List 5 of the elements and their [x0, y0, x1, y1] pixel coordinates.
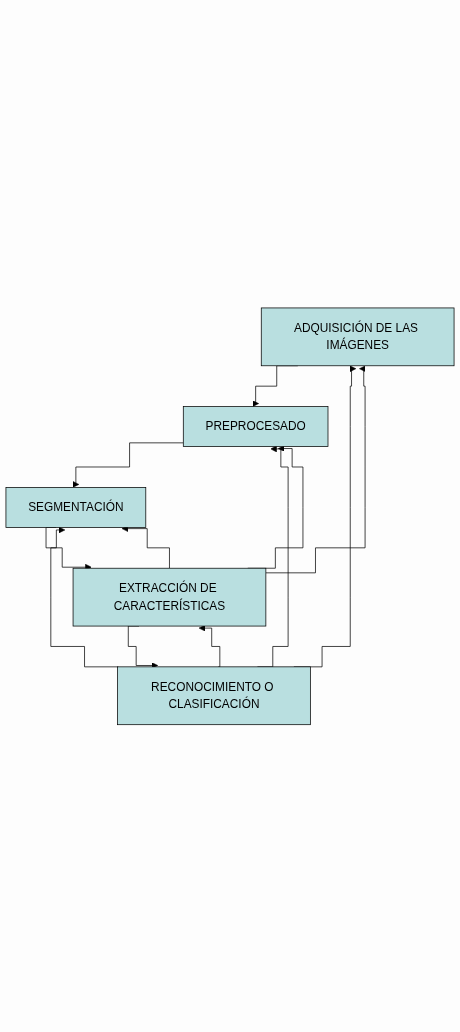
- node-box: ADQUISICIÓN DE LAS IMÁGENES: [260, 307, 455, 366]
- node-box: EXTRACCIÓN DE CARACTERÍSTICAS: [72, 567, 267, 627]
- node-box: RECONOCIMIENTO O CLASIFICACIÓN: [117, 666, 311, 725]
- node-box: SEGMENTACIÓN: [5, 486, 147, 528]
- node-box: PREPROCESADO: [182, 405, 329, 447]
